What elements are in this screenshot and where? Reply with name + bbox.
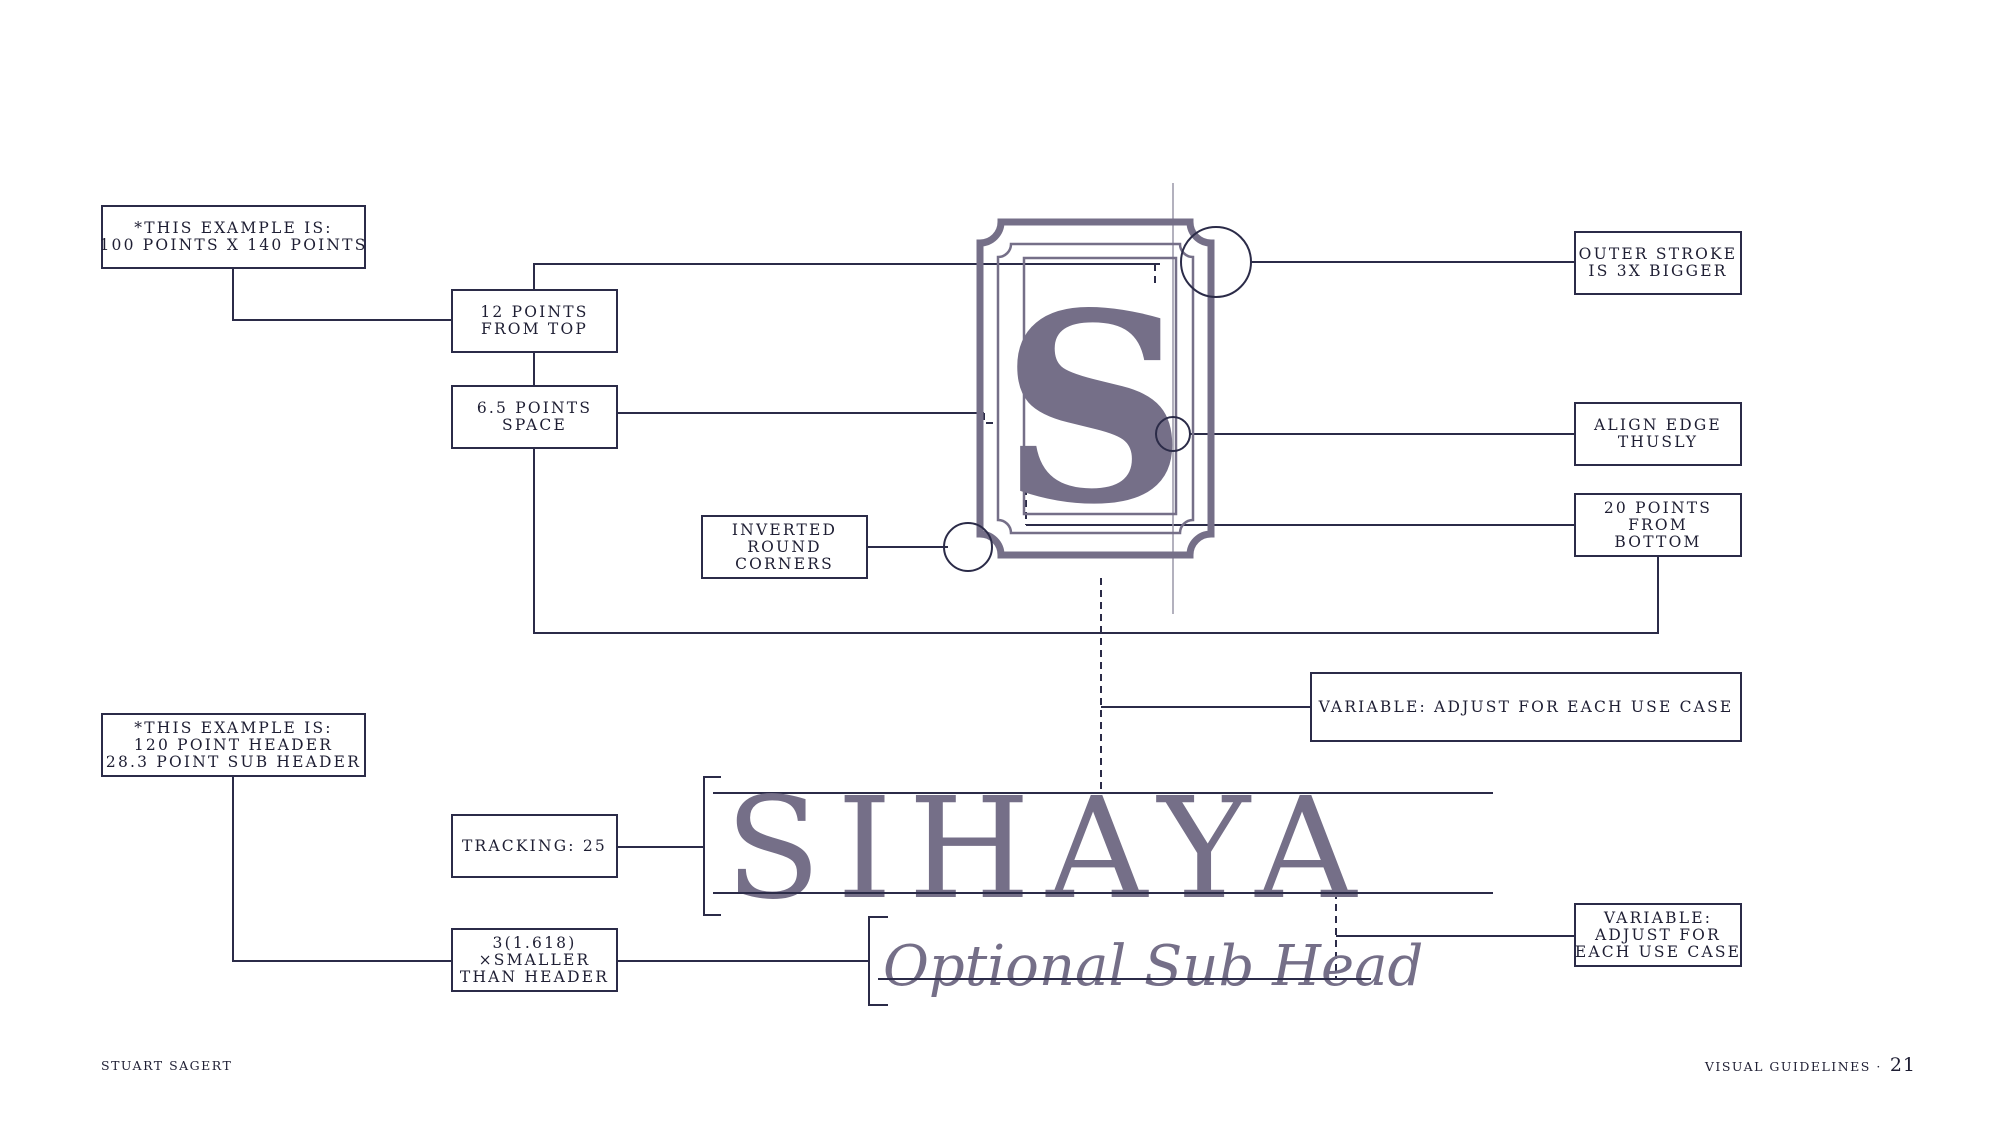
note-badge-line-2: 100 POINTS X 140 POINTS bbox=[99, 236, 368, 254]
wordmark-title: SIHAYA bbox=[725, 768, 1372, 931]
connector-lines bbox=[232, 261, 1659, 962]
callout-align-edge: ALIGN EDGE THUSLY bbox=[1574, 402, 1742, 466]
callout-variable-sub-line-1: VARIABLE: bbox=[1603, 908, 1713, 927]
badge-letter: S bbox=[1000, 257, 1188, 562]
callout-from-bottom-line-2: FROM bbox=[1628, 515, 1688, 534]
callout-variable-sub-line-2: ADJUST FOR bbox=[1595, 925, 1721, 944]
note-header-line-1: *THIS EXAMPLE IS: bbox=[134, 718, 333, 737]
callout-from-bottom: 20 POINTS FROM BOTTOM bbox=[1574, 493, 1742, 557]
note-header-example: *THIS EXAMPLE IS: 120 POINT HEADER 28.3 … bbox=[101, 713, 366, 777]
callout-align-edge-line-2: THUSLY bbox=[1617, 433, 1699, 451]
callout-tracking-line-1: TRACKING: 25 bbox=[462, 836, 607, 855]
callout-inverted-corners: INVERTED ROUND CORNERS bbox=[701, 515, 868, 579]
callout-outer-stroke-line-2: IS 3X BIGGER bbox=[1588, 262, 1728, 280]
connector-top-measure bbox=[533, 263, 1160, 290]
callout-variable-sub-line-3: EACH USE CASE bbox=[1574, 942, 1742, 961]
dashed-guides bbox=[983, 264, 1337, 979]
callout-inverted-line-3: CORNERS bbox=[735, 554, 834, 573]
callout-inverted-line-2: ROUND bbox=[747, 537, 822, 556]
callout-from-top: 12 POINTS FROM TOP bbox=[451, 289, 618, 353]
corner-circle-bottom-left bbox=[943, 522, 993, 572]
callout-from-bottom-line-1: 20 POINTS bbox=[1603, 498, 1713, 517]
callout-smaller-line-1: 3(1.618) bbox=[492, 933, 577, 952]
edge-circle bbox=[1155, 416, 1191, 452]
badge-inner-frame bbox=[996, 242, 1195, 535]
highlight-circles bbox=[943, 226, 1252, 572]
note-badge-line-1: *THIS EXAMPLE IS: bbox=[134, 219, 333, 237]
callout-smaller: 3(1.618) ×SMALLER THAN HEADER bbox=[451, 928, 618, 992]
badge-inner-guide bbox=[1022, 256, 1178, 516]
callout-smaller-line-3: THAN HEADER bbox=[459, 967, 610, 986]
callout-from-top-line-2: FROM TOP bbox=[480, 320, 588, 338]
subtitle-bracket bbox=[868, 916, 888, 1006]
callout-inverted-line-1: INVERTED bbox=[731, 520, 838, 539]
dash-space-inset bbox=[983, 413, 994, 424]
callout-space-line-2: SPACE bbox=[502, 416, 567, 434]
wordmark-subtitle: Optional Sub Head bbox=[883, 934, 1423, 999]
title-bracket bbox=[703, 776, 721, 916]
callout-variable-gap-line-1: VARIABLE: ADJUST FOR EACH USE CASE bbox=[1318, 697, 1734, 716]
monogram-badge: S bbox=[976, 218, 1215, 562]
callout-space-line-1: 6.5 POINTS bbox=[476, 399, 593, 417]
note-header-line-3: 28.3 POINT SUB HEADER bbox=[105, 752, 362, 771]
callout-tracking: TRACKING: 25 bbox=[451, 814, 618, 878]
page-number: 21 bbox=[1889, 1054, 1916, 1076]
callout-space: 6.5 POINTS SPACE bbox=[451, 385, 618, 449]
callout-align-edge-line-1: ALIGN EDGE bbox=[1594, 416, 1722, 434]
connector-header-note bbox=[232, 776, 453, 962]
badge-outer-frame bbox=[976, 218, 1215, 559]
connector-bottom-frame bbox=[533, 448, 1659, 634]
footer-section: VISUAL GUIDELINES · bbox=[1704, 1059, 1882, 1074]
note-header-line-2: 120 POINT HEADER bbox=[133, 735, 334, 754]
wordmark-group: SIHAYA Optional Sub Head bbox=[703, 768, 1493, 1006]
corner-circle-top-right bbox=[1180, 226, 1252, 298]
footer-author: STUART SAGERT bbox=[101, 1058, 233, 1073]
callout-smaller-line-2: ×SMALLER bbox=[478, 950, 591, 969]
callout-outer-stroke: OUTER STROKE IS 3X BIGGER bbox=[1574, 231, 1742, 295]
note-badge-example: *THIS EXAMPLE IS: 100 POINTS X 140 POINT… bbox=[99, 205, 368, 269]
callout-from-top-line-1: 12 POINTS bbox=[480, 303, 589, 321]
connector-badge-note bbox=[232, 268, 453, 321]
callout-from-bottom-line-3: BOTTOM bbox=[1614, 532, 1702, 551]
callout-variable-gap: VARIABLE: ADJUST FOR EACH USE CASE bbox=[1310, 672, 1742, 742]
callout-outer-stroke-line-1: OUTER STROKE bbox=[1578, 245, 1738, 263]
callout-variable-sub: VARIABLE: ADJUST FOR EACH USE CASE bbox=[1574, 903, 1742, 967]
footer-right: VISUAL GUIDELINES · 21 bbox=[1705, 1054, 1916, 1076]
